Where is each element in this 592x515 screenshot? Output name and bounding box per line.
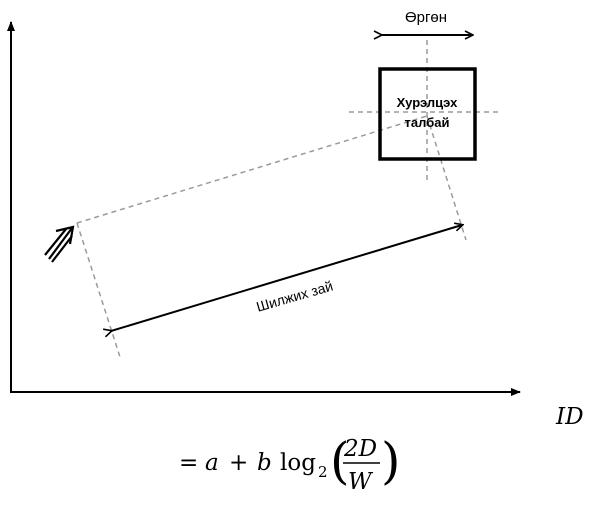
- fitts-formula: ID = a + b log 2 ( 2D W ): [179, 404, 584, 495]
- formula-log: log: [280, 450, 316, 476]
- dashed-line-right: [426, 115, 467, 241]
- target-area-label-line2: талбай: [405, 115, 450, 130]
- distance-arrow: [111, 225, 462, 331]
- cursor-arrow-icon: [44, 225, 75, 263]
- formula-a: a: [205, 450, 219, 476]
- formula-lhs: ID: [555, 404, 584, 430]
- formula-equals: =: [179, 450, 198, 476]
- formula-log-base: 2: [318, 463, 328, 481]
- formula-left-paren: (: [330, 432, 350, 490]
- formula-denominator: W: [348, 469, 374, 495]
- dashed-line-top: [76, 115, 428, 224]
- formula-numerator: 2D: [343, 436, 377, 462]
- dashed-line-left: [76, 222, 121, 358]
- width-label: Өргөн: [405, 9, 447, 26]
- target-area-box: [378, 67, 477, 161]
- target-area-label-line1: Хурэлцэх: [397, 95, 458, 110]
- formula-right-paren: ): [381, 432, 401, 490]
- formula-b: b: [257, 450, 272, 476]
- formula-plus: +: [229, 450, 248, 476]
